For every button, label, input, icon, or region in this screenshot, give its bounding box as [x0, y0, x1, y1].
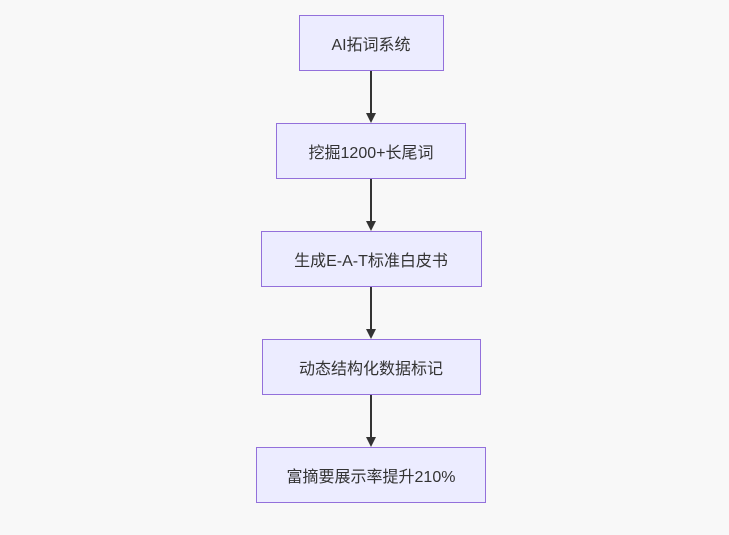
arrow-down-icon — [366, 287, 376, 339]
flowchart-node-structured-data-markup: 动态结构化数据标记 — [261, 339, 481, 395]
arrow-down-icon — [366, 179, 376, 231]
flowchart-node-rich-snippet-rate: 富摘要展示率提升210% — [256, 447, 486, 503]
flowchart-node-ai-word-expansion: AI拓词系统 — [298, 15, 444, 71]
arrow-down-icon — [366, 395, 376, 447]
node-label: AI拓词系统 — [331, 37, 411, 54]
node-label: 动态结构化数据标记 — [298, 361, 443, 378]
flowchart: AI拓词系统 挖掘1200+长尾词 生成E-A-T标准白皮书 动态结构化数据标记… — [0, 15, 729, 503]
node-label: 生成E-A-T标准白皮书 — [294, 253, 448, 270]
flowchart-node-longtail-mining: 挖掘1200+长尾词 — [276, 123, 466, 179]
node-label: 挖掘1200+长尾词 — [308, 145, 434, 162]
flowchart-node-eat-whitepaper: 生成E-A-T标准白皮书 — [260, 231, 482, 287]
node-label: 富摘要展示率提升210% — [286, 469, 456, 486]
arrow-down-icon — [366, 71, 376, 123]
